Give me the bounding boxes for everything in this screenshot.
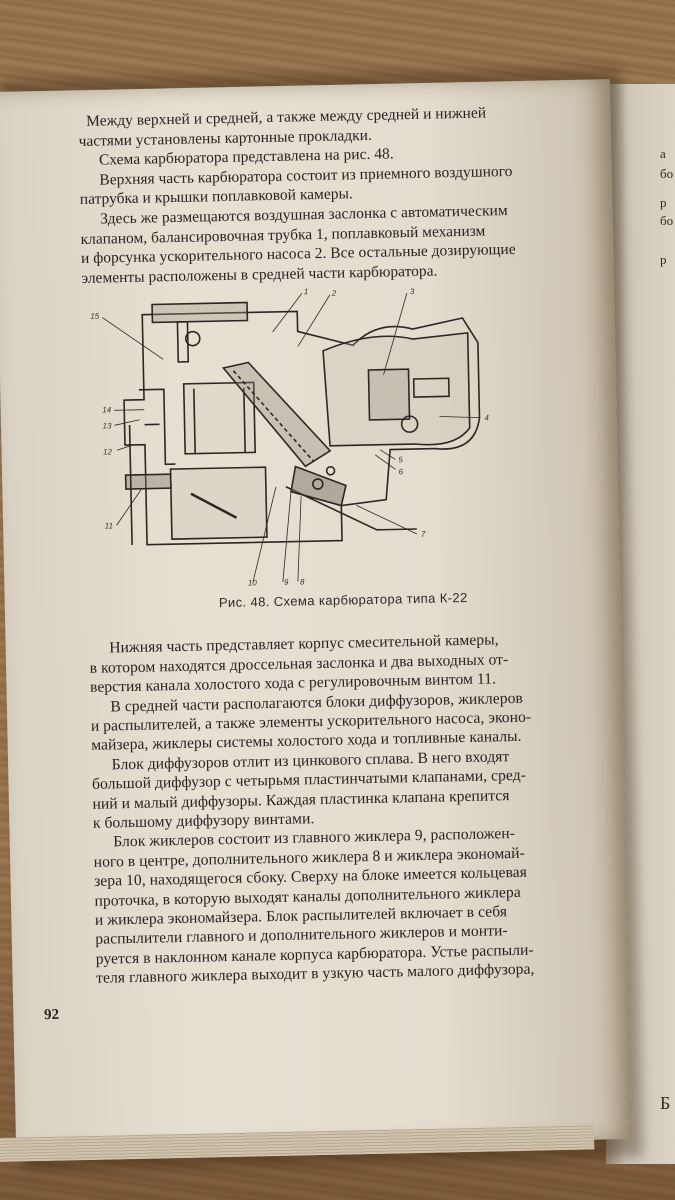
diagram-label-7: 7 <box>420 530 426 540</box>
facing-page-char: р <box>660 195 667 210</box>
diagram-label-12: 12 <box>103 447 113 457</box>
diagram-label-15: 15 <box>90 311 100 322</box>
facing-page-char: бо <box>660 166 674 181</box>
facing-page-char: а <box>660 146 666 161</box>
paragraph-diffusers: Блок диффузоров отлит из цинкового сплав… <box>91 745 603 833</box>
carburetor-drawing <box>102 293 481 583</box>
body-text: Нижняя часть представляет корпус смесите… <box>89 629 606 989</box>
diagram-label-6: 6 <box>398 467 404 477</box>
diagram-label-13: 13 <box>102 421 112 431</box>
page-content: Между верхней и средней, а также между с… <box>78 101 606 988</box>
diagram-label-11: 11 <box>104 521 114 531</box>
facing-page-char: Б <box>660 1093 671 1113</box>
diagram-label-1: 1 <box>303 287 309 297</box>
facing-page-char: р <box>660 252 667 267</box>
carburetor-diagram: 1 2 3 4 5 6 7 8 9 10 11 12 13 14 15 <box>82 286 588 596</box>
diagram-label-9: 9 <box>283 578 289 588</box>
diagram-label-3: 3 <box>409 287 415 297</box>
paragraph-jets: Блок жиклеров состоит из главного жиклер… <box>93 823 606 989</box>
facing-page-char: бо <box>660 213 674 228</box>
page-number: 92 <box>43 1006 60 1024</box>
diagram-label-2: 2 <box>331 288 337 299</box>
diagram-label-5: 5 <box>398 455 403 465</box>
paragraph-middle-part: В средней части располагаются блоки дифф… <box>90 687 601 756</box>
diagram-label-8: 8 <box>299 577 305 587</box>
intro-paragraph: Между верхней и средней, а также между с… <box>78 101 592 288</box>
paragraph-lower-part: Нижняя часть представляет корпус смесите… <box>89 629 600 698</box>
diagram-label-14: 14 <box>102 405 112 415</box>
diagram-label-4: 4 <box>484 413 490 423</box>
diagram-label-10: 10 <box>247 578 257 588</box>
